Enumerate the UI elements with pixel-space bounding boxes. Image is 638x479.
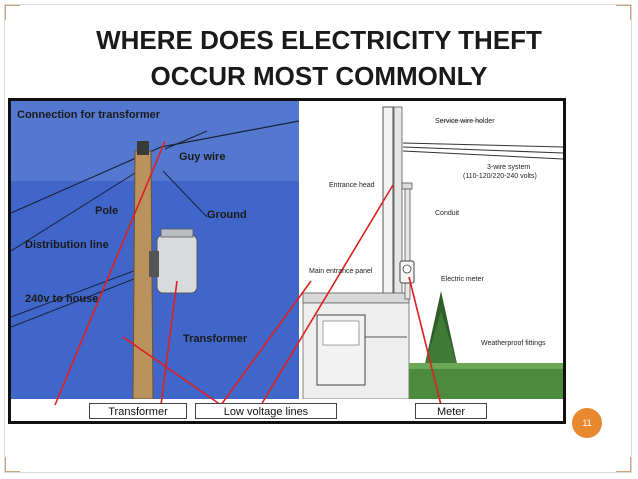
arrow-transformer [54,140,166,406]
slide-title-line1: WHERE DOES ELECTRICITY THEFT [96,25,542,55]
corner-decoration [616,457,631,472]
slide-title: WHERE DOES ELECTRICITY THEFT OCCUR MOST … [40,22,598,94]
label-distribution-line: Distribution line [25,239,109,251]
arrow-meter [408,276,442,406]
label-pole: Pole [95,205,119,217]
callout-transformer: Transformer [89,403,187,419]
corner-decoration [5,457,20,472]
label-electric-meter: Electric meter [441,276,484,283]
label-three-wire-system: 3-wire system [487,164,531,171]
label-guy-wire: Guy wire [179,151,226,163]
floor-beam [302,292,410,304]
distribution-wire [160,120,300,148]
arrow-low-voltage [220,280,312,406]
diagram-illustration [11,101,563,421]
service-wire [402,146,563,154]
house-wire [11,268,140,318]
conduit [404,188,411,300]
transformer-bracket [149,251,159,277]
house-wall [382,106,394,308]
service-wire [402,142,563,148]
pine-tree-inner [423,311,459,371]
grass-top [409,363,563,369]
pole-insulator [137,141,149,155]
callout-low-voltage-lines: Low voltage lines [195,403,337,419]
transformer-lid [160,228,194,238]
corner-decoration [616,5,631,20]
label-ground: Ground [207,209,247,221]
label-three-wire-volts: (110-120/220-240 volts) [463,173,537,180]
label-service-wire-holder: Service wire holder [435,118,495,125]
label-main-entrance-panel: Main entrance panel [309,268,373,275]
main-panel-door [322,320,360,346]
callout-meter: Meter [415,403,487,419]
label-conduit: Conduit [435,210,460,217]
arrow-low-voltage [122,336,222,406]
distribution-wire [11,162,152,252]
slide-title-line2: OCCUR MOST COMMONLY [150,61,488,91]
corner-decoration [5,5,20,20]
sky-highlight [11,101,299,181]
service-wire [402,150,563,160]
arrow-low-voltage [160,280,178,406]
label-240v-house: 240v to house [25,293,99,305]
label-transformer: Transformer [183,333,248,345]
sky-background [11,101,299,399]
electricity-diagram: Connection for transformer Guy wire Pole… [8,98,566,424]
ground-wire [162,170,208,218]
slide-frame [4,4,632,473]
page-number-badge: 11 [572,408,602,438]
guy-wire [164,130,208,150]
house-wire [11,276,140,328]
entrance-head [401,182,413,190]
label-entrance-head: Entrance head [329,182,375,189]
meter-dial [402,264,412,274]
label-connection-transformer: Connection for transformer [17,109,161,121]
label-weatherproof-fittings: Weatherproof fittings [481,340,546,347]
arrow-low-voltage [260,184,394,406]
